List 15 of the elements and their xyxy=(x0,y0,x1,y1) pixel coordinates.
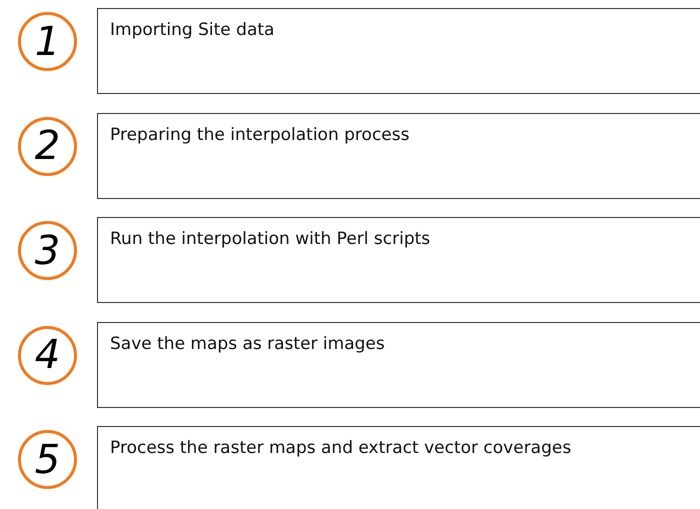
step-box xyxy=(97,322,700,408)
step-number: 2 xyxy=(34,126,60,166)
step-number: 4 xyxy=(34,335,60,375)
step-text: Preparing the interpolation process xyxy=(110,124,410,144)
step-box xyxy=(97,8,700,94)
step-box xyxy=(97,217,700,303)
step-text: Run the interpolation with Perl scripts xyxy=(110,229,430,249)
step-text: Importing Site data xyxy=(110,20,274,40)
step-number: 3 xyxy=(34,230,60,270)
step-box xyxy=(97,426,700,509)
step-number: 5 xyxy=(34,440,60,480)
step-text: Process the raster maps and extract vector coverages xyxy=(110,438,572,458)
step-number: 1 xyxy=(34,22,60,62)
step-text: Save the maps as raster images xyxy=(110,334,385,354)
step-box xyxy=(97,112,700,198)
